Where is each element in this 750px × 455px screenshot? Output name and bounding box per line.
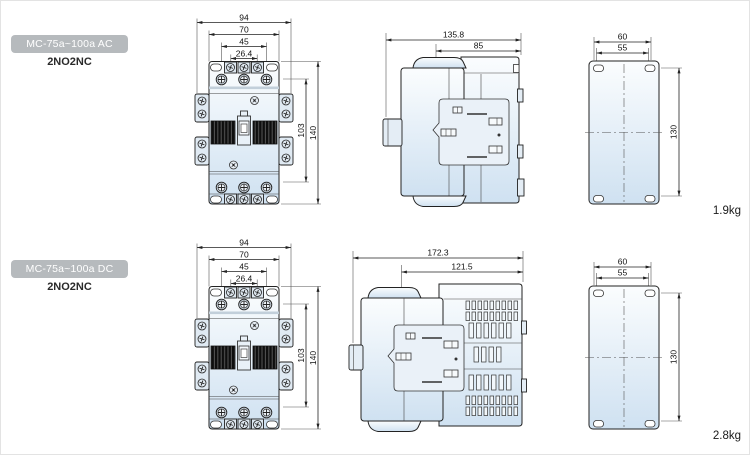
contactor-front-body [194,286,294,430]
extension-lines [352,251,524,343]
side-view-drawing-dc: 172.3 121.5 [348,248,527,432]
dim-total-width-label: 94 [239,13,249,23]
dimension-lines [593,40,681,197]
contactor-rear-body [585,60,663,205]
dim-outer-width-label: 60 [618,32,628,42]
dimension-lines [196,246,320,430]
side-view-drawing-ac: 135.8 85 [382,30,525,207]
dim-total-depth-label: 172.3 [427,248,449,258]
weight-label-ac: 1.9kg [712,205,741,217]
contact-config-label: 2NO2NC [47,281,92,293]
model-badge-ac: MC-75a~100a AC [11,35,128,53]
rear-view-drawing-dc: 60 55 130 [585,257,682,430]
dim-body-depth-label: 85 [474,41,484,51]
dim-mount-width-label: 70 [239,25,249,35]
dim-total-height-label: 140 [308,351,318,365]
dim-hole-width-label: 55 [618,268,628,278]
contactor-side-body [348,283,527,432]
dim-hole-width-label: 55 [618,43,628,53]
dim-total-width-label: 94 [239,238,249,248]
dim-inner-width-label: 26.4 [236,49,253,59]
model-badge-dc: MC-75a~100a DC [11,260,128,278]
dim-terminal-width-label: 45 [239,262,249,272]
contact-config-label: 2NO2NC [47,56,92,68]
dim-mount-height-label: 103 [296,123,306,137]
dim-total-depth-label: 135.8 [443,30,465,40]
weight-label-dc: 2.8kg [712,430,741,442]
rear-view-drawing-ac: 60 55 130 [585,32,682,205]
dim-total-height-label: 140 [308,126,318,140]
dim-outer-width-label: 60 [618,257,628,267]
dim-inner-width-label: 26.4 [236,274,253,284]
dim-mount-height-label: 103 [296,348,306,362]
dim-hole-height-label: 130 [669,350,679,364]
dim-mount-width-label: 70 [239,250,249,260]
dim-terminal-width-label: 45 [239,37,249,47]
dimension-lines [352,256,524,274]
contactor-front-body [194,61,294,205]
dim-hole-height-label: 130 [669,125,679,139]
dimension-lines [593,265,681,422]
dim-body-depth-label: 121.5 [451,262,473,272]
dimension-lines [385,38,522,53]
contactor-side-body [382,56,525,207]
front-view-drawing-ac: 94 70 45 26.4 103 140 [194,13,321,205]
contactor-rear-body [585,285,663,430]
dimension-lines [196,21,320,205]
front-view-drawing-dc: 94 70 45 26.4 103 140 [194,238,321,430]
